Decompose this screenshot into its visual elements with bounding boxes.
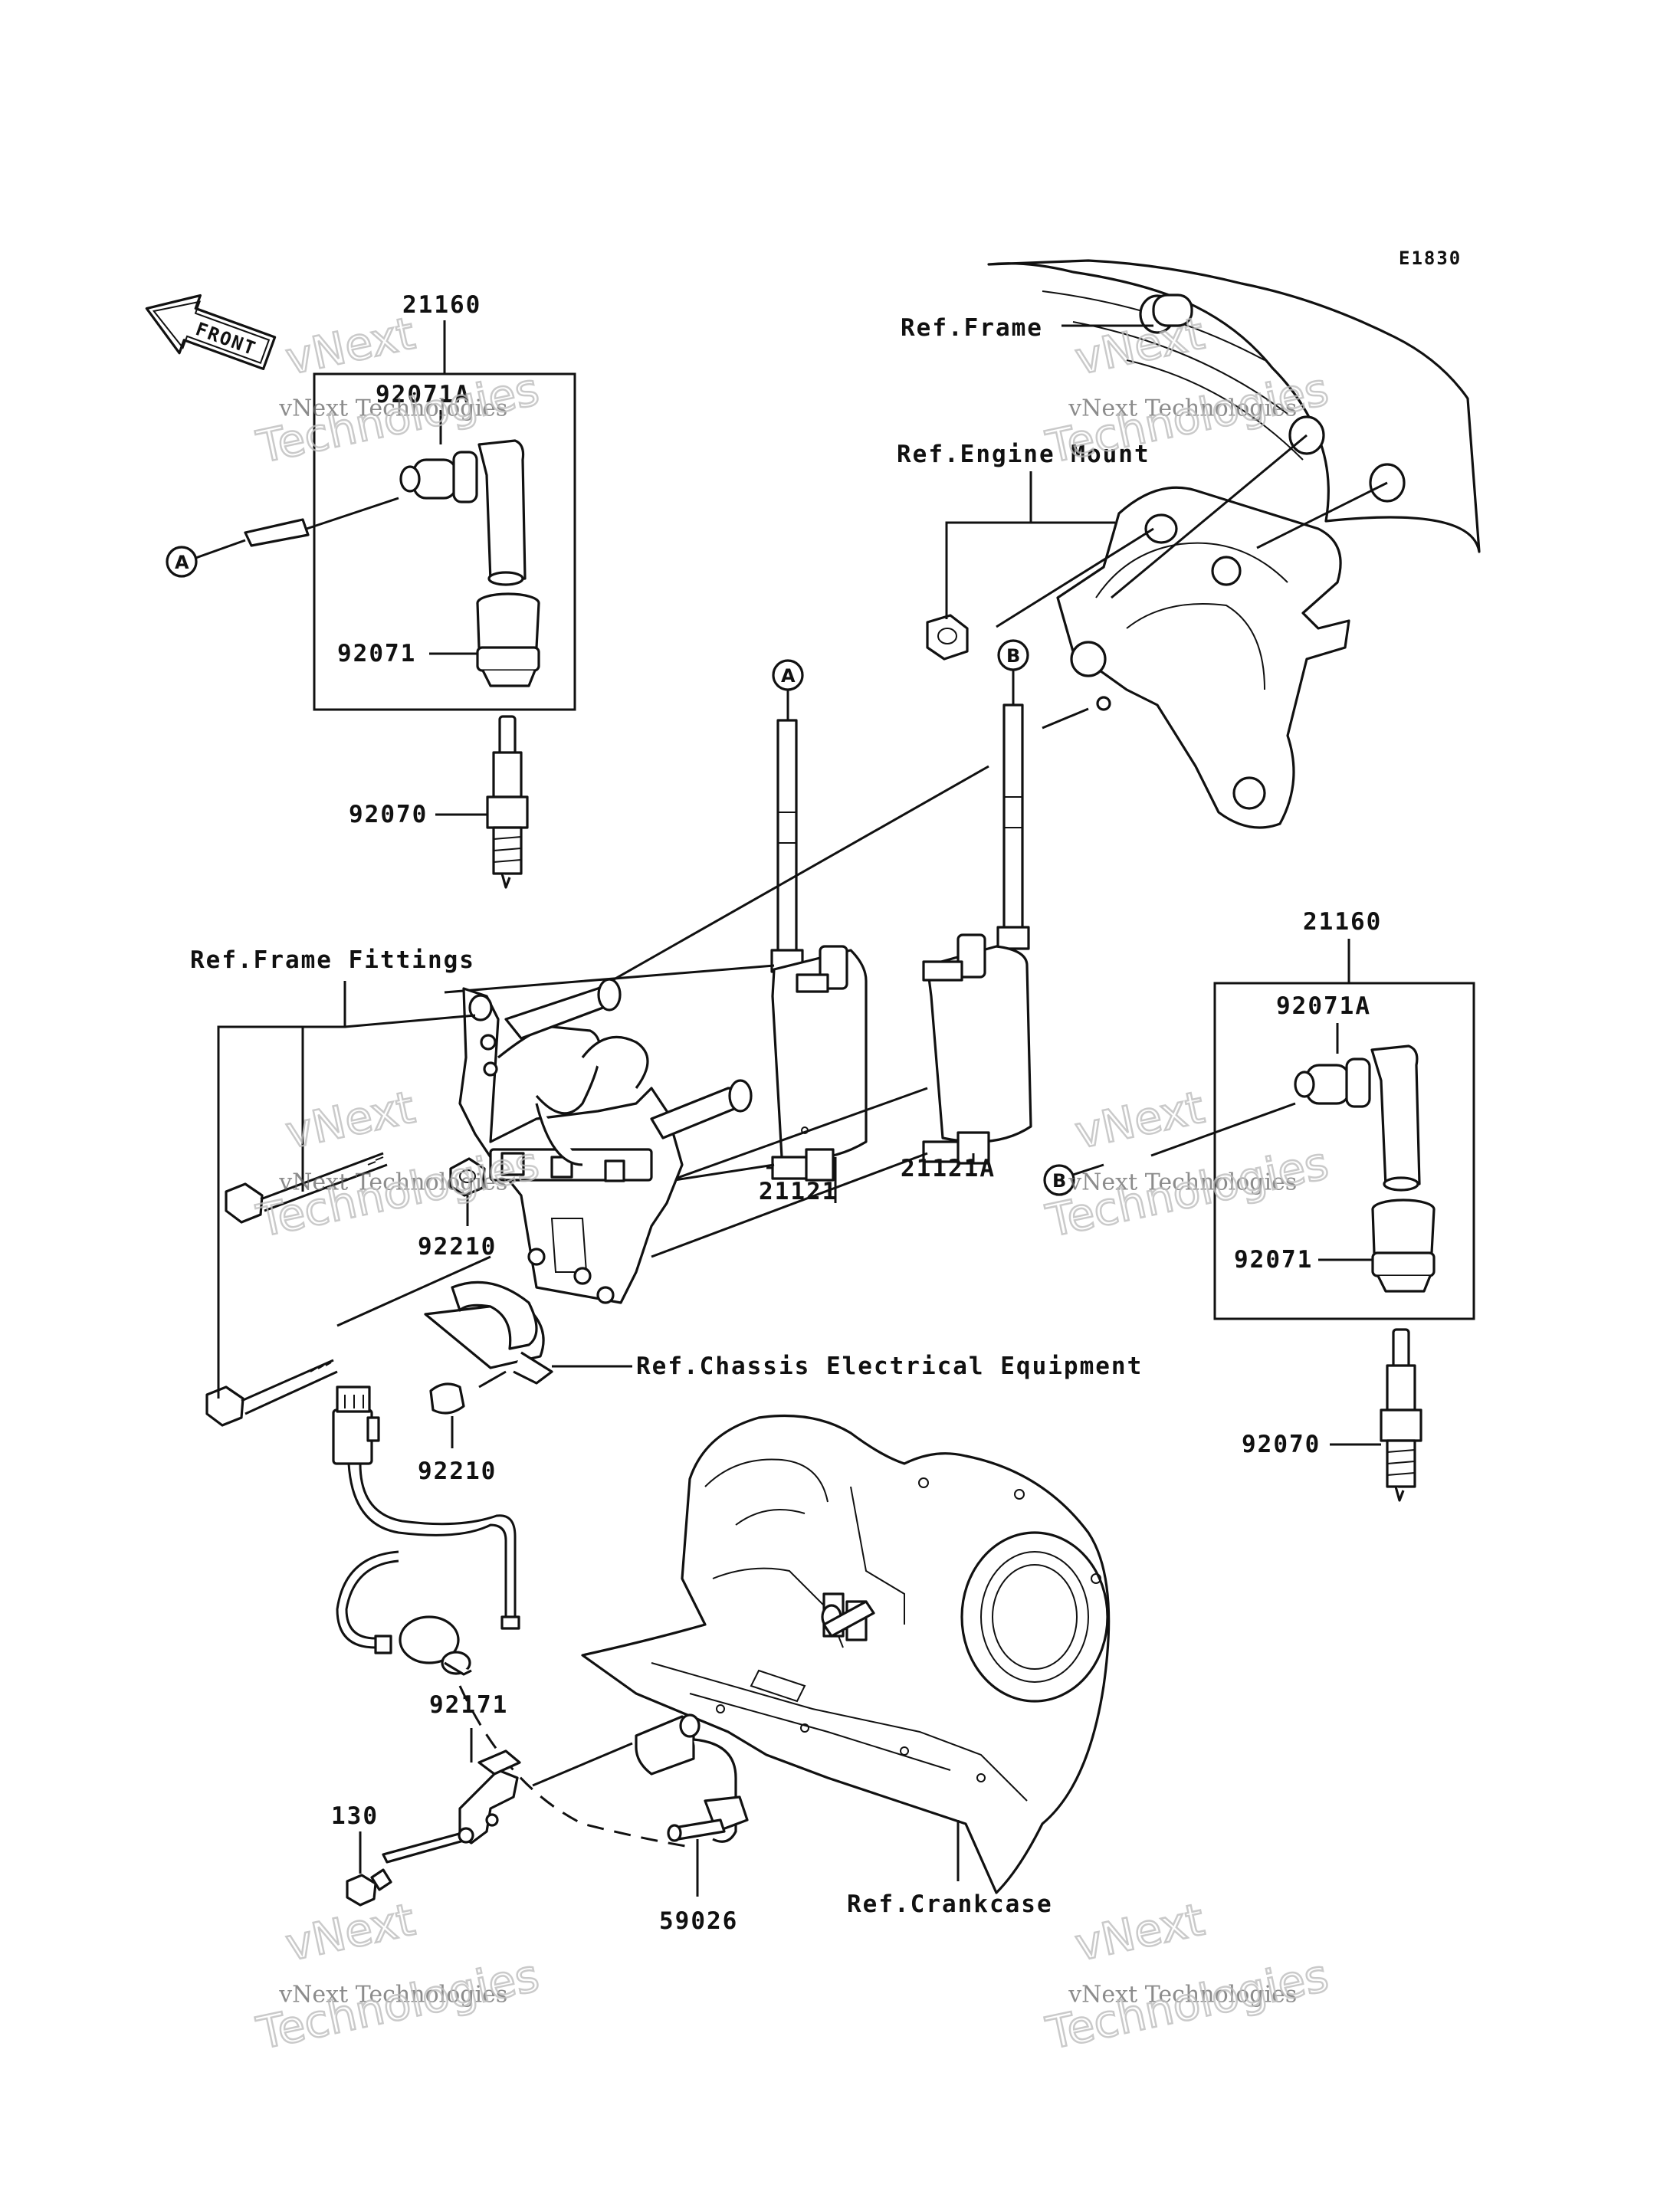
svg-text:vNext: vNext: [1071, 1894, 1209, 1972]
label-21121a: 21121A: [901, 1155, 996, 1182]
connector-a-left: [166, 546, 198, 578]
bolt-long-lower: [205, 1359, 338, 1427]
nut-upper: [449, 1157, 486, 1197]
label-92070-right: 92070: [1242, 1431, 1321, 1458]
ref-engine-mount-label: Ref.Engine Mount: [897, 441, 1150, 468]
harness-wire: [347, 1463, 507, 1617]
engine-mount-bracket: [1056, 486, 1350, 829]
front-arrow-icon: FRONT: [145, 293, 277, 371]
label-92071-right: 92071: [1234, 1246, 1313, 1274]
label-92070-left: 92070: [349, 801, 428, 828]
plug-cap-elbow-right: [1294, 1044, 1421, 1192]
svg-text:vNext Technologies: vNext Technologies: [1068, 1169, 1297, 1196]
svg-text:vNext: vNext: [1071, 1081, 1209, 1159]
svg-text:vNext Technologies: vNext Technologies: [278, 395, 507, 422]
right-cap-kit-box: [1213, 982, 1475, 1320]
diagram-code: E1830: [1399, 248, 1462, 269]
svg-text:vNext: vNext: [281, 1894, 419, 1972]
engine-mount-nut: [926, 614, 969, 661]
sensor-body: [635, 1713, 749, 1843]
label-59026: 59026: [659, 1907, 738, 1935]
nut-lower: [429, 1382, 465, 1415]
watermark-3: vNext vNext Technologies Technologies: [251, 1080, 544, 1248]
label-21160-right: 21160: [1303, 908, 1382, 936]
spark-plug-left: [486, 715, 529, 889]
svg-text:vNext Technologies: vNext Technologies: [1068, 395, 1297, 422]
label-92071-left: 92071: [337, 640, 416, 667]
label-92071a-left: 92071A: [376, 381, 471, 408]
pickup-bracket: [382, 1749, 521, 1864]
spark-plug-right: [1380, 1328, 1422, 1502]
svg-text:vNext: vNext: [1071, 307, 1209, 385]
watermark-6: vNext vNext Technologies Technologies: [1041, 1892, 1334, 2061]
plug-boot-right: [1371, 1199, 1436, 1293]
label-92071a-right: 92071A: [1276, 992, 1371, 1020]
grommet: [399, 1615, 472, 1676]
bolt-long-upper: [225, 1152, 388, 1224]
bolt-short: [346, 1868, 392, 1907]
label-21160-left: 21160: [402, 291, 481, 319]
connector-b-top-label: B: [1006, 645, 1020, 667]
ref-crankcase-label: Ref.Crankcase: [847, 1890, 1053, 1918]
svg-text:vNext Technologies: vNext Technologies: [278, 1982, 507, 2008]
crankcase-outline: [581, 1414, 1111, 1894]
svg-text:vNext Technologies: vNext Technologies: [278, 1169, 507, 1196]
frame-tube-lower: [650, 1079, 753, 1139]
watermark-4: vNext vNext Technologies Technologies: [1041, 1080, 1334, 1248]
connector-b-right-label: B: [1052, 1170, 1066, 1192]
lead-a-left: [244, 518, 310, 547]
wire-clamp: [424, 1280, 553, 1385]
ref-chassis-electrical-label: Ref.Chassis Electrical Equipment: [636, 1353, 1143, 1380]
connector-a-left-label: A: [175, 552, 189, 573]
connector-a-top-label: A: [781, 665, 796, 687]
ignition-coil-rear: [922, 703, 1032, 1165]
ignition-coil-front: [766, 719, 868, 1182]
connector-plug: [332, 1385, 380, 1465]
ref-frame-label: Ref.Frame: [901, 314, 1043, 342]
plug-cap-elbow-left: [399, 439, 527, 586]
coil-mounting-bracket: [458, 987, 684, 1304]
frame-tube-upper: [504, 978, 622, 1040]
label-92210-upper: 92210: [418, 1233, 497, 1261]
plug-boot-left: [476, 592, 540, 687]
ref-frame-fittings-label: Ref.Frame Fittings: [190, 946, 475, 974]
label-92171: 92171: [429, 1691, 508, 1719]
label-130: 130: [331, 1802, 379, 1830]
routing-dashed-line: [458, 1685, 691, 1848]
svg-text:vNext Technologies: vNext Technologies: [1068, 1982, 1297, 2008]
watermark-5: vNext vNext Technologies Technologies: [251, 1892, 544, 2061]
connector-b-right: [1043, 1164, 1075, 1196]
label-92210-lower: 92210: [418, 1458, 497, 1485]
frame-pipe-stub: [1152, 293, 1193, 327]
